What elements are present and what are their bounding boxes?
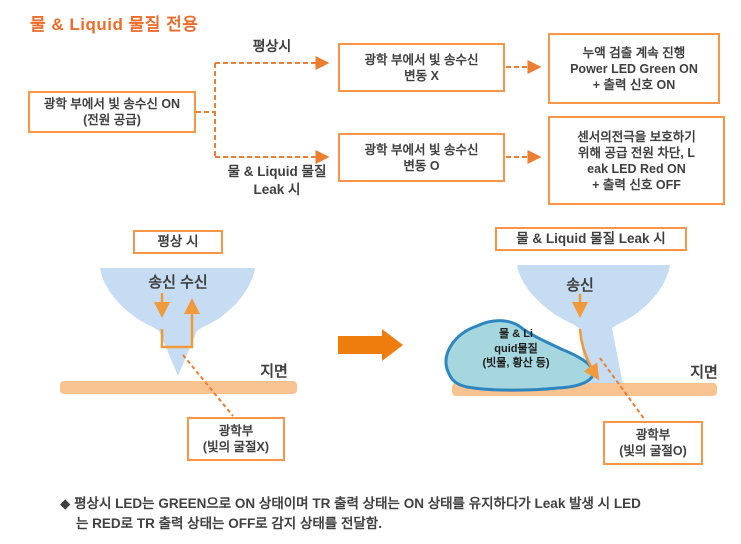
flow-result-top-box: 누액 검출 계속 진행 Power LED Green ON + 출력 신호 O… (548, 33, 720, 104)
liquid-blob (444, 319, 595, 392)
branch-label-leak-line1: 물 & Liquid 물질 (227, 164, 327, 179)
callout-leader-leak (599, 357, 646, 421)
footnote-line2: 는 RED로 TR 출력 상태는 OFF로 감지 상태를 전달함. (76, 516, 382, 531)
liquid-blob-label: 물 & Li quid물질 (빗물, 황산 등) (450, 327, 582, 371)
flow-mid-bottom-line1: 광학 부에서 빛 송수신 (364, 142, 479, 157)
light-cone-leak (517, 265, 670, 385)
flow-result-top-line2: Power LED Green ON (570, 61, 698, 76)
state-box-leak: 물 & Liquid 물질 Leak 시 (495, 227, 687, 251)
callout-leak-line2: (빛의 굴절O) (619, 444, 687, 458)
beam-refracted-leak (578, 328, 600, 381)
txrx-label-normal: 송신 수신 (148, 274, 208, 291)
liquid-blob-label-line3: (빗물, 황산 등) (482, 357, 550, 370)
flow-result-bottom-line1: 센서의전극을 보호하기 (577, 129, 696, 144)
branch-label-normal: 평상시 (252, 38, 292, 54)
footnote-line1: ◆ 평상시 LED는 GREEN으로 ON 상태이며 TR 출력 상태는 ON … (60, 496, 641, 511)
callout-leader-normal (182, 354, 234, 417)
transition-arrow (338, 329, 403, 361)
branch-label-leak-line2: Leak 시 (253, 181, 301, 197)
flow-result-bottom-line4: + 출력 신호 OFF (592, 177, 681, 192)
callout-box-leak: 광학부 (빛의 굴절O) (603, 421, 703, 465)
flow-result-bottom-line2: 위해 공급 전원 차단, L (577, 145, 695, 160)
light-cone-normal (100, 268, 255, 376)
flow-mid-top-line1: 광학 부에서 빛 송수신 (364, 52, 479, 67)
flow-source-line1: 광학 부에서 빛 송수신 ON (43, 97, 181, 111)
ground-label-leak: 지면 (690, 364, 718, 381)
liquid-blob-label-line1: 물 & Li (499, 328, 533, 340)
ground-label-normal: 지면 (260, 363, 288, 380)
flow-mid-bottom-line2: 변동 O (403, 158, 440, 173)
flow-result-bottom-line3: eak LED Red ON (587, 161, 686, 176)
flow-result-top-line1: 누액 검출 계속 진행 (582, 45, 686, 60)
callout-leak-line1: 광학부 (635, 428, 671, 442)
flow-source-line2: (전원 공급) (83, 113, 141, 127)
liquid-blob-label-line2: quid물질 (494, 342, 538, 355)
flow-mid-bottom-box: 광학 부에서 빛 송수신 변동 O (338, 133, 505, 182)
state-box-normal-label: 평상 시 (157, 234, 199, 250)
tx-label-leak: 송신 (566, 277, 594, 294)
callout-box-normal: 광학부 (빛의 굴절X) (187, 417, 285, 461)
rx-beam-return-normal (160, 297, 201, 349)
state-box-leak-label: 물 & Liquid 물질 Leak 시 (516, 231, 666, 247)
state-box-normal: 평상 시 (133, 230, 223, 254)
flow-mid-top-line2: 변동 X (404, 68, 439, 83)
callout-normal-line1: 광학부 (218, 424, 254, 438)
ground-bar-normal (60, 381, 297, 394)
flow-mid-top-box: 광학 부에서 빛 송수신 변동 X (338, 43, 505, 92)
flow-result-top-line3: + 출력 신호 ON (592, 77, 676, 92)
flow-result-bottom-box: 센서의전극을 보호하기 위해 공급 전원 차단, L eak LED Red O… (548, 116, 725, 205)
flow-source-box: 광학 부에서 빛 송수신 ON (전원 공급) (28, 91, 196, 133)
branch-label-leak: 물 & Liquid 물질 Leak 시 (208, 163, 346, 198)
page-title: 물 & Liquid 물질 전용 (30, 15, 199, 34)
callout-normal-line2: (빛의 굴절X) (202, 440, 270, 454)
